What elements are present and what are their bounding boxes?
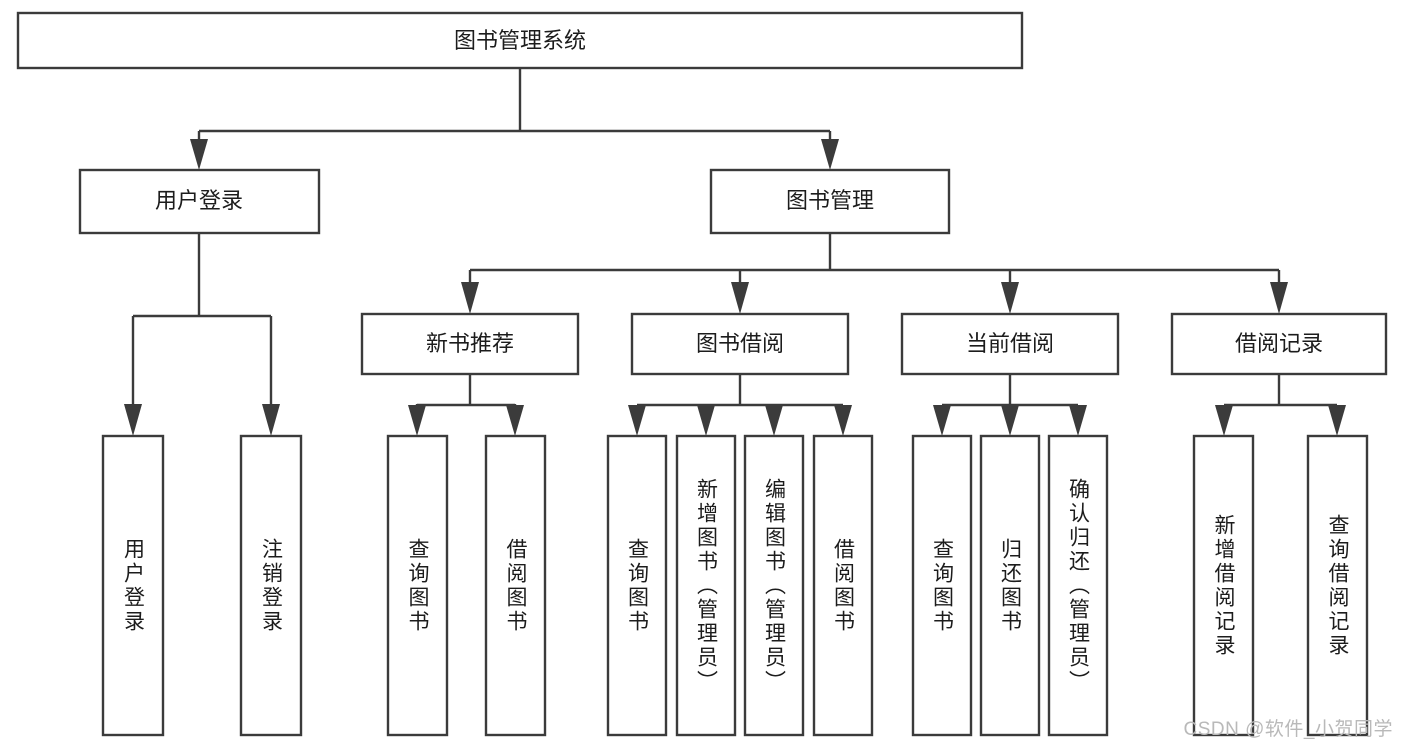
arrow-head-book-borrow — [731, 282, 749, 314]
leaf-box-cur-query[interactable] — [911, 434, 973, 737]
node-borrow-record-label: 借阅记录 — [1235, 331, 1323, 356]
arrow-head-new-book-rec — [461, 282, 479, 314]
leaf-box-borrow-lend[interactable] — [812, 434, 874, 737]
arrow-head-book-manage — [821, 139, 839, 170]
arrow-head-leaf-rec-query — [408, 405, 426, 436]
node-new-book-rec-box[interactable] — [360, 312, 580, 376]
arrow-head-leaf-rec-borrow — [506, 405, 524, 436]
arrow-head-leaf-cur-return — [1001, 405, 1019, 436]
node-book-borrow-label: 图书借阅 — [696, 331, 784, 356]
arrow-head-leaf-cur-query — [933, 405, 951, 436]
node-user-login-box[interactable] — [78, 168, 321, 235]
arrow-head-leaf-borrow-query — [628, 405, 646, 436]
node-book-manage-label: 图书管理 — [786, 188, 874, 213]
leaf-box-borrow-edit[interactable] — [743, 434, 805, 737]
arrow-head-leaf-borrow-add — [697, 405, 715, 436]
node-current-borrow-box[interactable] — [900, 312, 1120, 376]
arrow-head-leaf-rec-add — [1215, 405, 1233, 436]
arrow-head-borrow-record — [1270, 282, 1288, 314]
leaf-box-cur-confirm[interactable] — [1047, 434, 1109, 737]
arrow-head-user-login — [190, 139, 208, 170]
leaf-box-rec-borrow[interactable] — [484, 434, 547, 737]
leaf-box-rec-query[interactable] — [386, 434, 449, 737]
node-new-book-rec[interactable]: 新书推荐 — [360, 312, 580, 376]
arrow-head-leaf-cur-confirm — [1069, 405, 1087, 436]
arrow-head-leaf-rec-query2 — [1328, 405, 1346, 436]
leaf-box-rec-query2[interactable] — [1306, 434, 1369, 737]
node-root-label: 图书管理系统 — [454, 28, 586, 53]
connector-group — [124, 68, 1346, 436]
node-user-login-label: 用户登录 — [155, 188, 243, 213]
leaf-box-cur-return[interactable] — [979, 434, 1041, 737]
node-root-box[interactable] — [16, 11, 1024, 70]
leaf-box-borrow-add[interactable] — [675, 434, 737, 737]
leaf-box-rec-add[interactable] — [1192, 434, 1255, 737]
node-book-borrow[interactable]: 图书借阅 — [630, 312, 850, 376]
arrow-head-current-borrow — [1001, 282, 1019, 314]
leaf-box-user-login[interactable] — [101, 434, 165, 737]
leaf-box-group — [101, 434, 1369, 737]
node-book-borrow-box[interactable] — [630, 312, 850, 376]
node-current-borrow[interactable]: 当前借阅 — [900, 312, 1120, 376]
leaf-box-borrow-query[interactable] — [606, 434, 668, 737]
node-root[interactable]: 图书管理系统 — [16, 11, 1024, 70]
node-current-borrow-label: 当前借阅 — [966, 331, 1054, 356]
arrow-head-leaf-borrow-edit — [765, 405, 783, 436]
node-borrow-record[interactable]: 借阅记录 — [1170, 312, 1388, 376]
arrow-head-leaf-borrow-lend — [834, 405, 852, 436]
node-borrow-record-box[interactable] — [1170, 312, 1388, 376]
node-book-manage[interactable]: 图书管理 — [709, 168, 951, 235]
watermark-text: CSDN @软件_小贺同学 — [1183, 719, 1393, 740]
node-book-manage-box[interactable] — [709, 168, 951, 235]
arrow-head-leaf-user-login — [124, 404, 142, 436]
leaf-box-user-logout[interactable] — [239, 434, 303, 737]
arrow-head-leaf-user-logout — [262, 404, 280, 436]
node-user-login[interactable]: 用户登录 — [78, 168, 321, 235]
node-new-book-rec-label: 新书推荐 — [426, 331, 514, 356]
